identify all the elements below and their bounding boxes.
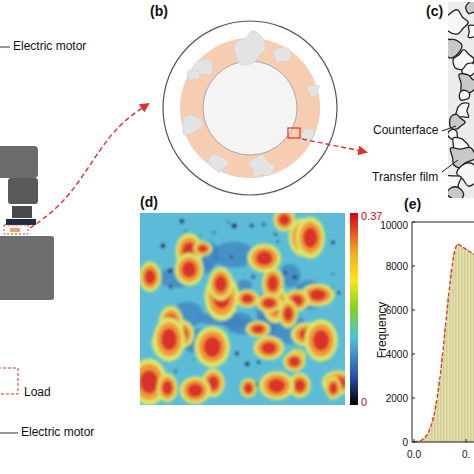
disc-center bbox=[203, 61, 297, 155]
axis-tick bbox=[466, 439, 467, 442]
tick-label: 8000 bbox=[386, 261, 408, 272]
axis-tick bbox=[412, 310, 415, 311]
histogram-bar bbox=[444, 327, 447, 442]
axis-tick bbox=[412, 398, 415, 399]
panel-letter: (d) bbox=[140, 195, 158, 210]
tick-label: 2000 bbox=[386, 393, 408, 404]
leader-line bbox=[442, 160, 458, 172]
contact-highlight bbox=[4, 225, 28, 234]
transfer-film-patch bbox=[273, 48, 291, 63]
film-contour bbox=[466, 2, 474, 14]
axis-tick bbox=[412, 222, 415, 223]
leader-line bbox=[0, 433, 18, 434]
part-name: Electric motor bbox=[21, 426, 94, 439]
axis-tick bbox=[412, 266, 415, 267]
panel-letter: (b) bbox=[150, 4, 168, 19]
transfer-film-patch bbox=[307, 85, 320, 96]
disc-sample bbox=[10, 228, 20, 232]
part-name: Load bbox=[24, 386, 51, 399]
disc-diagram bbox=[163, 21, 337, 195]
zoom-box bbox=[288, 128, 300, 138]
histogram-bar bbox=[465, 250, 468, 442]
histogram-bar bbox=[468, 252, 471, 442]
histogram-bar bbox=[459, 246, 462, 442]
film-contour bbox=[448, 10, 468, 34]
base-block bbox=[0, 236, 54, 300]
axis-title: Frequency bbox=[376, 302, 389, 359]
transfer-film-patch bbox=[208, 155, 228, 173]
load-bracket bbox=[0, 368, 18, 394]
zoom-arrow bbox=[302, 139, 366, 152]
part-name: Electric motor bbox=[13, 40, 86, 53]
shaft bbox=[12, 206, 32, 218]
histogram-bar bbox=[450, 271, 453, 442]
motor-block bbox=[8, 178, 38, 204]
zoom-arrow bbox=[30, 104, 148, 228]
leader-line bbox=[442, 126, 456, 131]
colorbar-value: 0.37 bbox=[361, 210, 382, 222]
fit-curve bbox=[414, 244, 474, 442]
pin-holder bbox=[6, 219, 36, 225]
leader-line bbox=[0, 47, 10, 48]
histogram-bar bbox=[447, 297, 450, 442]
axis-frame bbox=[412, 222, 474, 442]
part-name: Counterface bbox=[373, 124, 438, 137]
tribometer-schematic bbox=[0, 47, 54, 433]
film-contour bbox=[459, 90, 469, 100]
part-name: Transfer film bbox=[372, 171, 438, 184]
histogram-bar bbox=[441, 356, 444, 442]
axis-tick bbox=[412, 354, 415, 355]
tick-label: 0 bbox=[402, 437, 408, 448]
film-contour bbox=[468, 25, 474, 38]
tick-label: 0. bbox=[462, 449, 470, 460]
tick-label: 10000 bbox=[380, 220, 408, 231]
motor-block bbox=[0, 146, 38, 178]
color-bar bbox=[350, 213, 358, 405]
height-map bbox=[140, 213, 345, 405]
panel-letter: (e) bbox=[404, 197, 421, 212]
transfer-film-patch bbox=[249, 155, 274, 178]
histogram-bar bbox=[456, 244, 459, 442]
micrograph bbox=[448, 2, 474, 198]
axis-tick bbox=[414, 439, 415, 442]
histogram-bar bbox=[471, 254, 474, 442]
histogram-bar bbox=[453, 252, 456, 442]
panel-letter: (c) bbox=[426, 4, 443, 19]
tick-label: 0.0 bbox=[407, 449, 421, 460]
disc-outline bbox=[163, 21, 337, 195]
transfer-film-patch bbox=[187, 69, 199, 80]
histogram bbox=[412, 222, 474, 442]
film-contour bbox=[448, 187, 464, 198]
histogram-bar bbox=[423, 438, 426, 442]
histogram-bar bbox=[462, 248, 465, 442]
transfer-film-patch bbox=[183, 115, 203, 135]
transfer-film-patch bbox=[234, 31, 265, 66]
colorbar-value: 0 bbox=[361, 396, 367, 408]
